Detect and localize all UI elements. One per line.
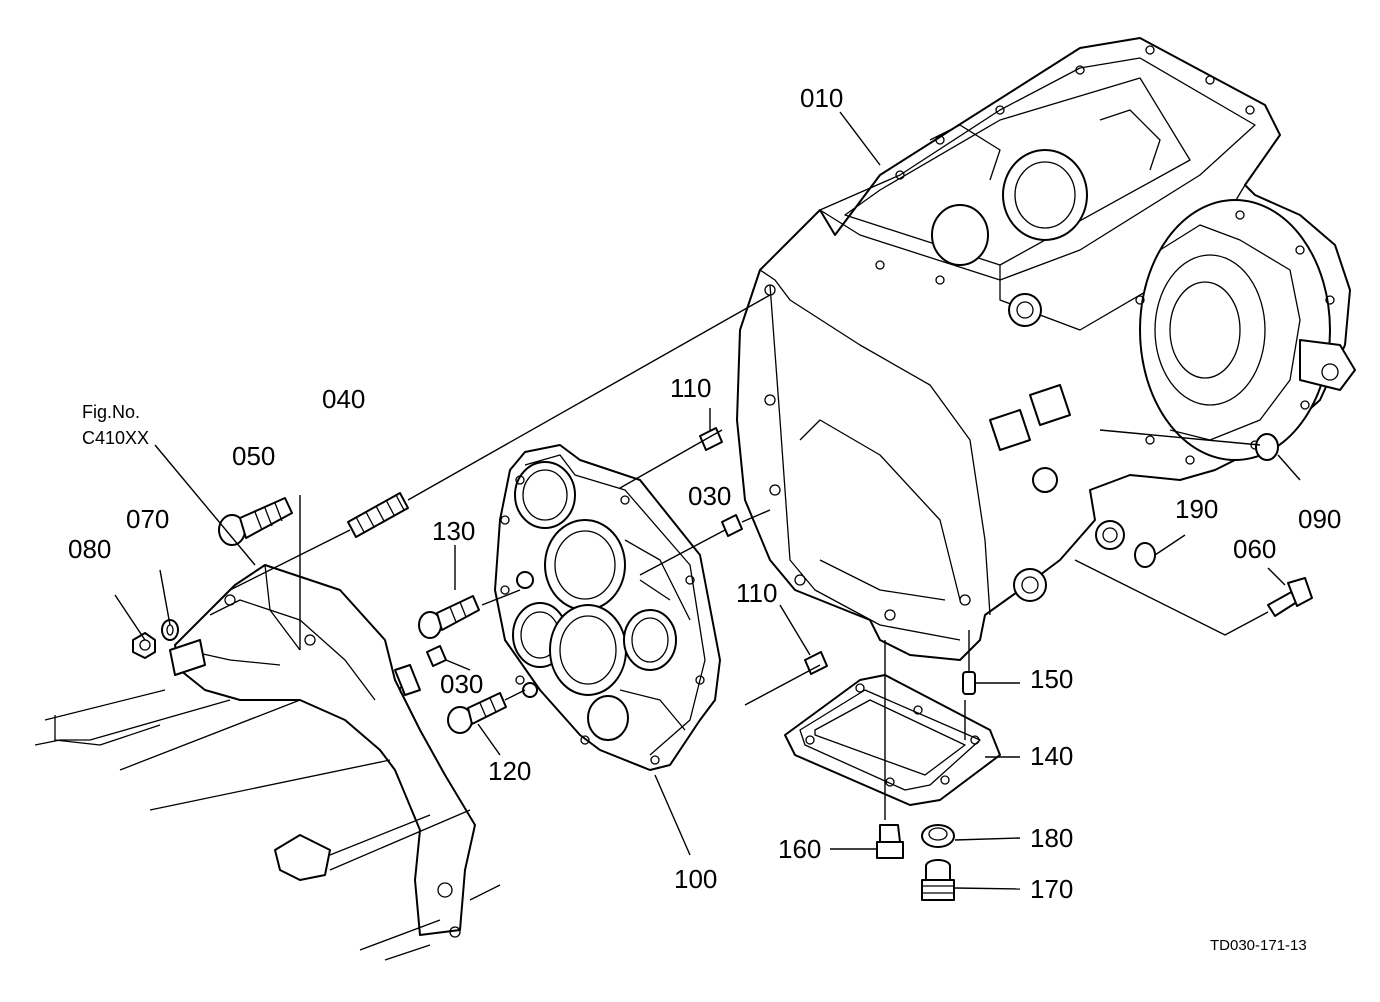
pin-150 — [962, 671, 976, 695]
seal-180 — [921, 824, 955, 848]
callout-070: 070 — [126, 504, 169, 534]
transmission-case — [736, 37, 1356, 661]
reference-bracket — [34, 564, 501, 961]
callout-110-lower: 110 — [736, 578, 777, 608]
pin-110-lower — [804, 651, 828, 675]
oil-pan — [784, 674, 1001, 806]
bolt-050 — [218, 497, 293, 546]
callout-labels: 010 040 050 070 080 110 030 130 030 120 … — [68, 83, 1341, 954]
callout-150: 150 — [1030, 664, 1073, 694]
washer-070 — [161, 619, 179, 641]
figure-note-line2: C410XX — [82, 428, 149, 448]
callout-090: 090 — [1298, 504, 1341, 534]
callout-170: 170 — [1030, 874, 1073, 904]
callout-040: 040 — [322, 384, 365, 414]
callout-190: 190 — [1175, 494, 1218, 524]
callout-030-lower: 030 — [440, 669, 483, 699]
callout-140: 140 — [1030, 741, 1073, 771]
callout-080: 080 — [68, 534, 111, 564]
o-ring-190 — [1134, 542, 1156, 568]
pin-030-upper — [721, 514, 743, 537]
leader-lines — [114, 111, 1301, 890]
callout-160: 160 — [778, 834, 821, 864]
callout-180: 180 — [1030, 823, 1073, 853]
plug-160 — [876, 824, 904, 859]
bolt-120 — [447, 692, 507, 734]
callout-030-upper: 030 — [688, 481, 731, 511]
drawing-reference: TD030-171-13 — [1210, 937, 1307, 954]
callout-060: 060 — [1233, 534, 1276, 564]
callout-110-upper: 110 — [670, 373, 711, 403]
callout-100: 100 — [674, 864, 717, 894]
figure-note-line1: Fig.No. — [82, 402, 140, 422]
nut-080 — [132, 632, 156, 659]
drain-plug-170 — [921, 859, 955, 901]
fitting-060 — [1267, 577, 1313, 617]
pin-030-lower — [426, 645, 447, 667]
callout-050: 050 — [232, 441, 275, 471]
bolt-130 — [418, 595, 480, 639]
stud-040 — [347, 492, 409, 538]
callout-120: 120 — [488, 756, 531, 786]
callout-130: 130 — [432, 516, 475, 546]
front-cover — [494, 444, 721, 771]
o-ring-090 — [1255, 433, 1279, 461]
callout-010: 010 — [800, 83, 843, 113]
